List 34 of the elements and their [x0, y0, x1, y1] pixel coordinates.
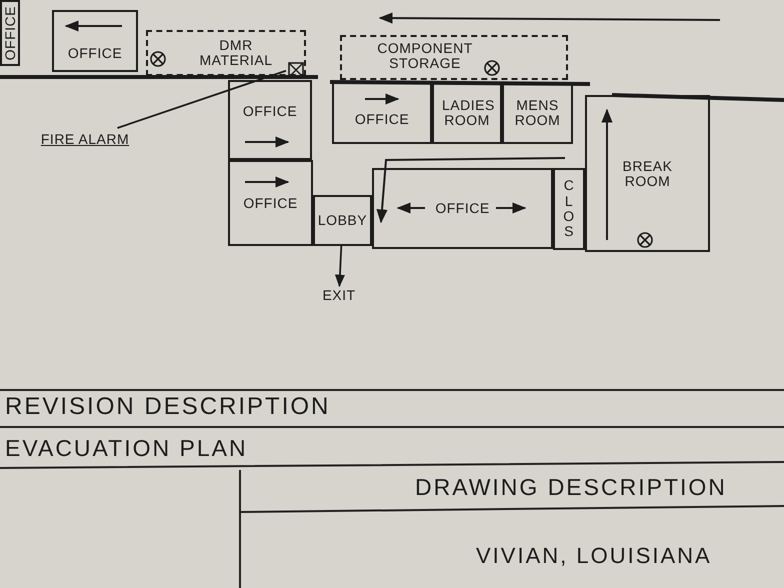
room-label: OFFICE	[2, 6, 18, 60]
title-block-text: VIVIAN, LOUISIANA	[476, 543, 712, 569]
room-label: OFFICE	[243, 196, 298, 210]
room	[502, 82, 573, 144]
plan-label: EXIT	[322, 288, 356, 302]
room-label: OFFICE	[435, 201, 490, 216]
room-label: OFFICE	[242, 104, 298, 119]
room-label: OFFICE	[68, 46, 122, 61]
room-label: LADIES ROOM	[442, 98, 492, 128]
title-block-text: DRAWING DESCRIPTION	[415, 474, 727, 501]
room-label: BREAK ROOM	[622, 158, 672, 188]
storage-area	[340, 35, 568, 80]
arrow	[334, 246, 345, 288]
title-block-text: REVISION DESCRIPTION	[5, 393, 330, 421]
room-label: OFFICE	[354, 112, 410, 127]
room-label: LOBBY	[318, 213, 368, 228]
storage-area	[146, 30, 306, 76]
room	[585, 95, 710, 252]
room	[228, 80, 312, 160]
room	[52, 10, 138, 72]
room	[228, 160, 313, 246]
room-label: CLOS	[562, 178, 576, 240]
room-label: COMPONENT STORAGE	[376, 41, 474, 70]
title: EVACUATION PLAN	[5, 435, 248, 462]
room	[432, 82, 502, 144]
leader-line	[117, 70, 286, 129]
room	[0, 0, 20, 66]
room-label: DMR MATERIAL	[198, 38, 274, 68]
room-label: MENS ROOM	[514, 98, 562, 128]
room	[313, 195, 372, 246]
closet	[553, 168, 585, 250]
plan-label: FIRE ALARM	[40, 132, 130, 146]
room	[372, 168, 553, 249]
room	[332, 82, 432, 144]
